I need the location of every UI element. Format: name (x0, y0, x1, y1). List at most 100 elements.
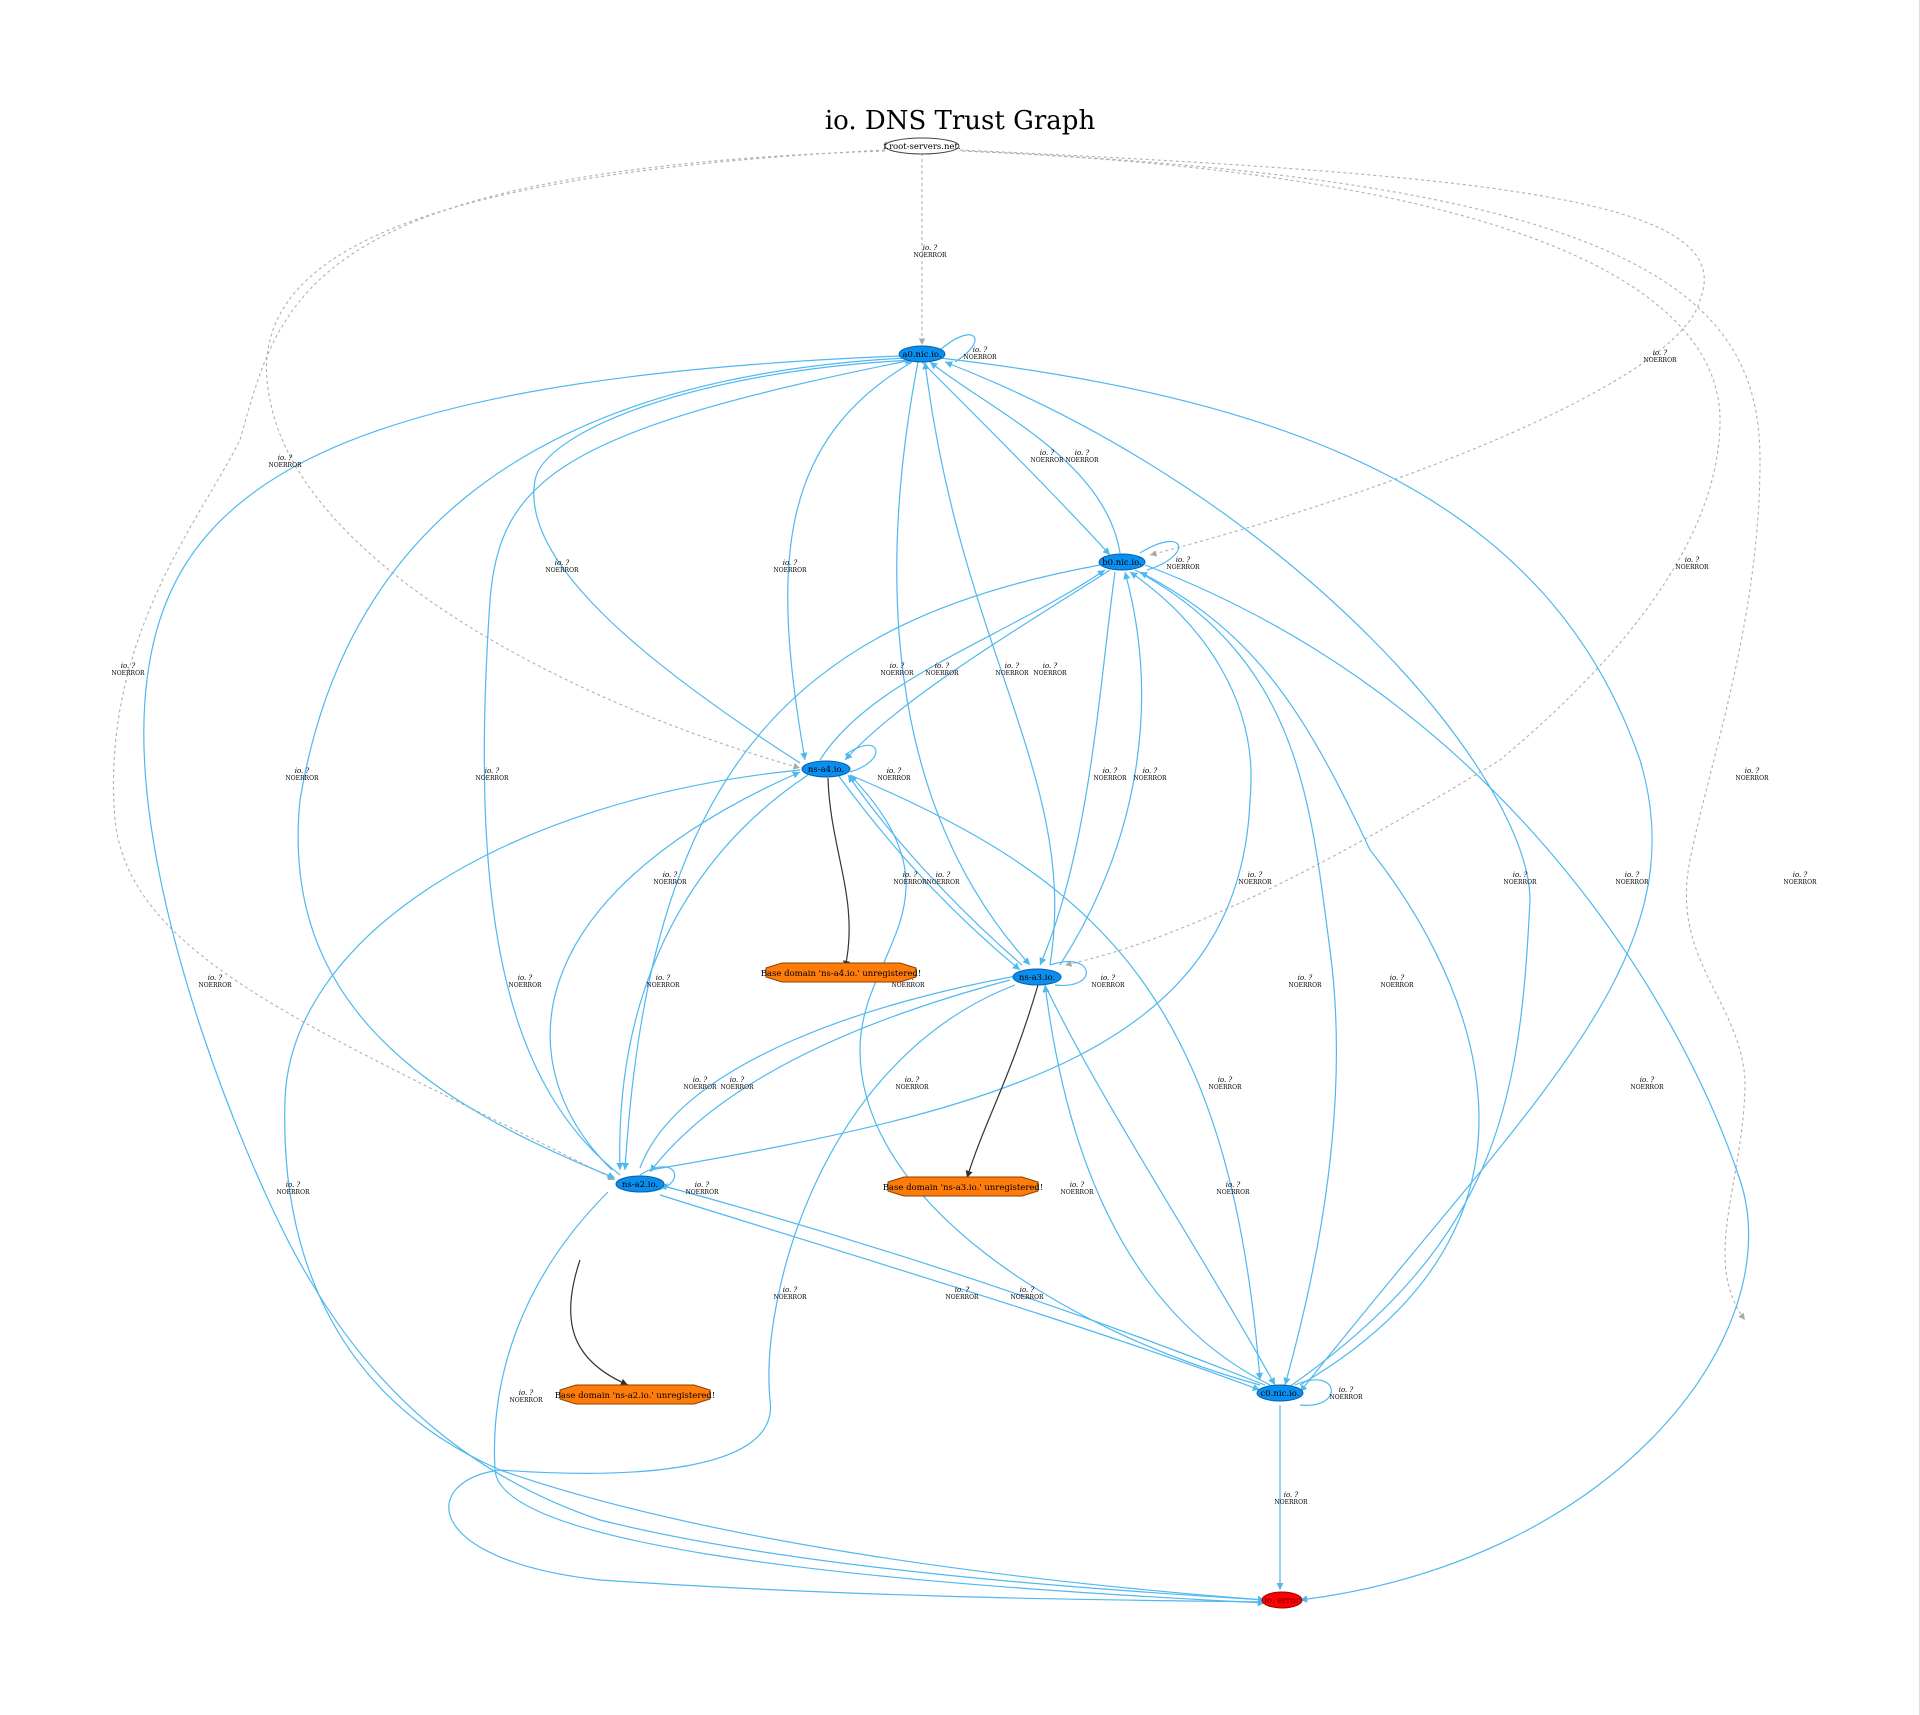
edge-label-status: NOERROR (683, 1084, 717, 1091)
nameserver-node-b0[interactable]: b0.nic.io. (1098, 553, 1146, 571)
edge-label-query: io. ? (887, 767, 902, 775)
edge-label-status: NOERROR (895, 1084, 929, 1091)
edge-root-c0 (962, 150, 1761, 1321)
edge-a4-c0 (849, 774, 1264, 1381)
edge-label-query: io. ? (1176, 556, 1191, 564)
edge-label-query: io. ? (695, 1181, 710, 1189)
graph-title: io. DNS Trust Graph (825, 106, 1096, 136)
edge-label-query: io. ? (783, 559, 798, 567)
edge-label-query: io. ? (286, 1181, 301, 1189)
edge-label-query: io. ? (1005, 662, 1020, 670)
edge-label-query: io. ? (1339, 1386, 1354, 1394)
edge-a4-a3 (837, 774, 1021, 971)
edge-label-query: io. ? (519, 1389, 534, 1397)
edge-label-status: NOERROR (653, 879, 687, 886)
edge-label-query: io. ? (955, 1286, 970, 1294)
edge-b0-c0 (1134, 569, 1338, 1386)
edge-label-status: NOERROR (926, 879, 960, 886)
edge-a3-u3 (965, 984, 1039, 1179)
edge-label-status: NOERROR (1615, 879, 1649, 886)
error-node[interactable]: io. error (1261, 1591, 1303, 1609)
edge-c0-b0 (1139, 571, 1480, 1386)
edge-label-query: io. ? (890, 662, 905, 670)
nameserver-edges (143, 334, 1750, 1607)
edge-label-status: NOERROR (1238, 879, 1272, 886)
edge-label-status: NOERROR (945, 1294, 979, 1301)
edge-label-status: NOERROR (475, 775, 509, 782)
edge-a4-x (284, 769, 1266, 1604)
edge-c0-self (1294, 1379, 1332, 1406)
edge-c0-a0 (944, 361, 1531, 1391)
edge-a0-self (939, 334, 976, 363)
edge-a0-b0 (921, 361, 1111, 556)
edge-label-status: NOERROR (509, 1397, 543, 1404)
unregistered-edges (569, 777, 1039, 1386)
edge-label-status: NOERROR (1643, 357, 1677, 364)
edge-label-query: io. ? (555, 559, 570, 567)
edge-label-status: NOERROR (1675, 564, 1709, 571)
nameserver-node-a2[interactable]: ns-a2.io. (615, 1175, 665, 1193)
edge-label-status: NOERROR (1329, 1394, 1363, 1401)
edge-a0-a3 (896, 361, 1031, 966)
edge-b0-a2 (621, 564, 1101, 1171)
edge-label-status: NOERROR (1216, 1189, 1250, 1196)
edge-label-status: NOERROR (720, 1084, 754, 1091)
unregistered-node-a2[interactable]: Base domain 'ns-a2.io.' unregistered! (555, 1384, 716, 1405)
node-b0-label: b0.nic.io. (1102, 558, 1142, 568)
edge-a4-a2 (616, 774, 809, 1171)
edge-label-query: io. ? (485, 767, 500, 775)
edge-a2-self (639, 1166, 676, 1193)
edge-b0-x (1144, 564, 1750, 1603)
nameserver-node-a4[interactable]: ns-a4.io. (801, 760, 851, 778)
edge-label-status: NOERROR (880, 670, 914, 677)
edge-label-status: NOERROR (1503, 879, 1537, 886)
edge-label-status: NOERROR (1093, 775, 1127, 782)
edge-root-a3 (961, 150, 1721, 967)
edge-label-query: io. ? (1513, 871, 1528, 879)
edge-a2-a0 (483, 357, 913, 1176)
edge-label-status: NOERROR (685, 1189, 719, 1196)
edge-label-query: io. ? (693, 1076, 708, 1084)
edge-a2-u2 (569, 1259, 629, 1386)
edge-a3-a4 (847, 774, 1023, 966)
edge-a0-a2 (297, 357, 906, 1179)
edge-label-query: io. ? (1653, 349, 1668, 357)
unregistered-a3-label: Base domain 'ns-a3.io.' unregistered! (883, 1183, 1044, 1193)
edge-label-status: NOERROR (963, 354, 997, 361)
root-node[interactable]: f.root-servers.net. (883, 137, 961, 155)
edge-a3-a2 (649, 979, 1011, 1173)
edge-label-status: NOERROR (1166, 564, 1200, 571)
edge-label-query: io. ? (1020, 1286, 1035, 1294)
unregistered-node-a3[interactable]: Base domain 'ns-a3.io.' unregistered! (883, 1176, 1044, 1197)
edge-label-query: io. ? (936, 871, 951, 879)
edge-a3-self (1049, 961, 1087, 986)
nameserver-node-a0[interactable]: a0.nic.io. (898, 345, 946, 363)
unregistered-node-a4[interactable]: Base domain 'ns-a4.io.' unregistered! (761, 962, 922, 983)
edge-label-query: io. ? (1218, 1076, 1233, 1084)
edge-root-a2 (113, 150, 886, 1181)
edge-label-status: NOERROR (268, 462, 302, 469)
edge-b0-self (1139, 541, 1180, 571)
node-a2-label: ns-a2.io. (622, 1180, 658, 1190)
edge-a2-b0 (649, 571, 1252, 1171)
edge-a2-a4 (549, 771, 801, 1171)
edge-label-query: io. ? (121, 662, 136, 670)
edge-label-status: NOERROR (995, 670, 1029, 677)
edge-label-status: NOERROR (1630, 1084, 1664, 1091)
edge-root-a4 (265, 149, 886, 770)
unregistered-a4-label: Base domain 'ns-a4.io.' unregistered! (761, 969, 922, 979)
unregistered-a2-label: Base domain 'ns-a2.io.' unregistered! (555, 1391, 716, 1401)
node-a0-label: a0.nic.io. (902, 350, 941, 360)
edge-label-status: NOERROR (891, 982, 925, 989)
edge-label-query: io. ? (1075, 449, 1090, 457)
edge-label-query: io. ? (1298, 974, 1313, 982)
edge-label-query: io. ? (1685, 556, 1700, 564)
edge-label-status: NOERROR (1783, 879, 1817, 886)
nameserver-node-a3[interactable]: ns-a3.io. (1012, 968, 1062, 986)
edge-label-status: NOERROR (198, 982, 232, 989)
edge-label-status: NOERROR (111, 670, 145, 677)
nameserver-node-c0[interactable]: c0.nic.io. (1256, 1384, 1304, 1402)
edge-label-query: io. ? (1070, 1181, 1085, 1189)
edge-label-query: io. ? (278, 454, 293, 462)
